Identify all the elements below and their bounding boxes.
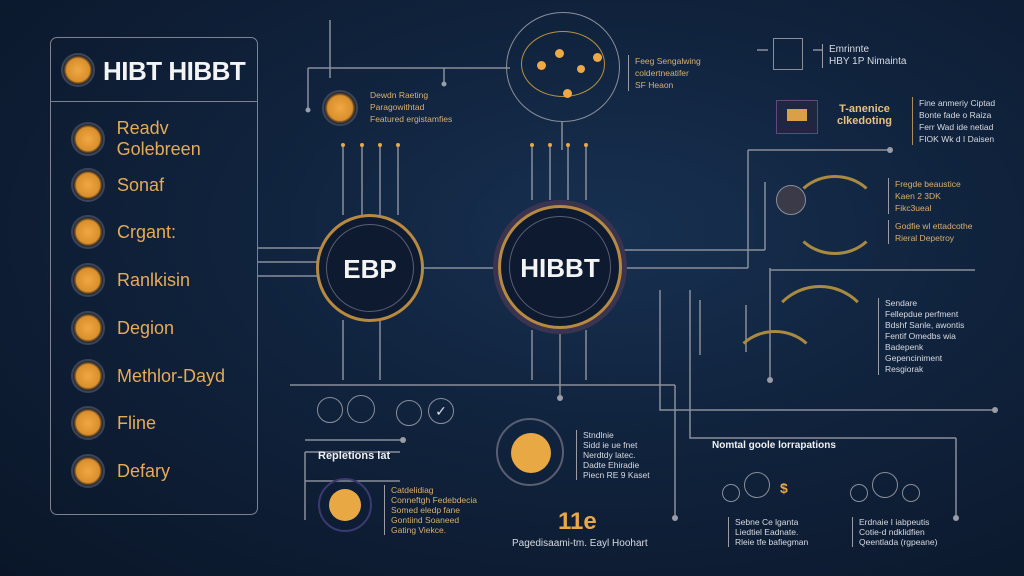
section-title: Repletions lat	[318, 450, 391, 462]
coin-icon	[71, 122, 105, 156]
panel-item[interactable]: Sonaf	[71, 167, 256, 203]
wallet-circle	[496, 418, 564, 486]
coin-icon	[71, 263, 105, 297]
right-section-title: Nomtal goole lorrapations	[712, 440, 836, 451]
panel-item[interactable]: Readv Golebreen	[71, 118, 256, 159]
monitor-icon	[776, 100, 818, 134]
panel-item-label: Readv Golebreen	[116, 118, 201, 159]
arc-graphic	[790, 175, 880, 255]
big-number: 11e	[558, 508, 597, 535]
panel-item-label: Methlor-Dayd	[117, 365, 226, 386]
check-icon[interactable]: ✓	[428, 398, 454, 424]
panel-item[interactable]: Defary	[71, 453, 256, 489]
panel-title: HIBT HIBBT	[103, 56, 246, 86]
arc-graphic	[765, 285, 875, 395]
panel-item-label: Defary	[117, 460, 171, 481]
panel-item-label: Crgant:	[117, 221, 177, 242]
number-caption: Pagedisaami-tm. Eayl Hoohart	[512, 538, 648, 549]
coin-logo-icon	[61, 53, 95, 87]
panel-item[interactable]: Crgant:	[71, 214, 256, 250]
coin-icon	[71, 406, 105, 440]
arc-graphic	[730, 330, 820, 410]
hub-hibbt-label: HIBBT	[520, 253, 600, 283]
currency-icon[interactable]	[347, 395, 375, 423]
panel-item-label: Fline	[117, 412, 157, 433]
hub-ebp[interactable]: EBP	[316, 214, 424, 322]
node-icon	[872, 472, 898, 498]
panel-item[interactable]: Ranlkisin	[71, 262, 256, 298]
legend-panel: HIBT HIBBT Readv Golebreen Sonaf Crgant:…	[50, 37, 258, 515]
dollar-icon: $	[780, 480, 788, 496]
exchange-icon[interactable]	[396, 400, 422, 426]
document-icon	[773, 38, 803, 70]
panel-header: HIBT HIBBT	[51, 38, 257, 102]
coin-icon	[71, 359, 105, 393]
panel-item-label: Ranlkisin	[117, 269, 191, 290]
coin-icon	[71, 168, 105, 202]
coin-ring	[318, 478, 372, 532]
coin-icon	[71, 454, 105, 488]
panel-item[interactable]: Degion	[71, 310, 256, 346]
orbit-diagram-icon	[506, 12, 620, 122]
hub-ebp-label: EBP	[343, 254, 397, 284]
panel-item[interactable]: Fline	[71, 405, 256, 441]
node-icon	[722, 484, 740, 502]
panel-item-label: Degion	[117, 317, 175, 338]
chart-icon[interactable]	[317, 397, 343, 423]
hub-hibbt[interactable]: HIBBT	[498, 205, 622, 329]
coin-icon	[322, 90, 358, 126]
coin-icon	[71, 311, 105, 345]
node-icon	[902, 484, 920, 502]
coin-icon	[71, 215, 105, 249]
panel-item-label: Sonaf	[117, 174, 165, 195]
panel-item[interactable]: Methlor-Dayd	[71, 358, 256, 394]
node-icon	[850, 484, 868, 502]
node-icon	[744, 472, 770, 498]
